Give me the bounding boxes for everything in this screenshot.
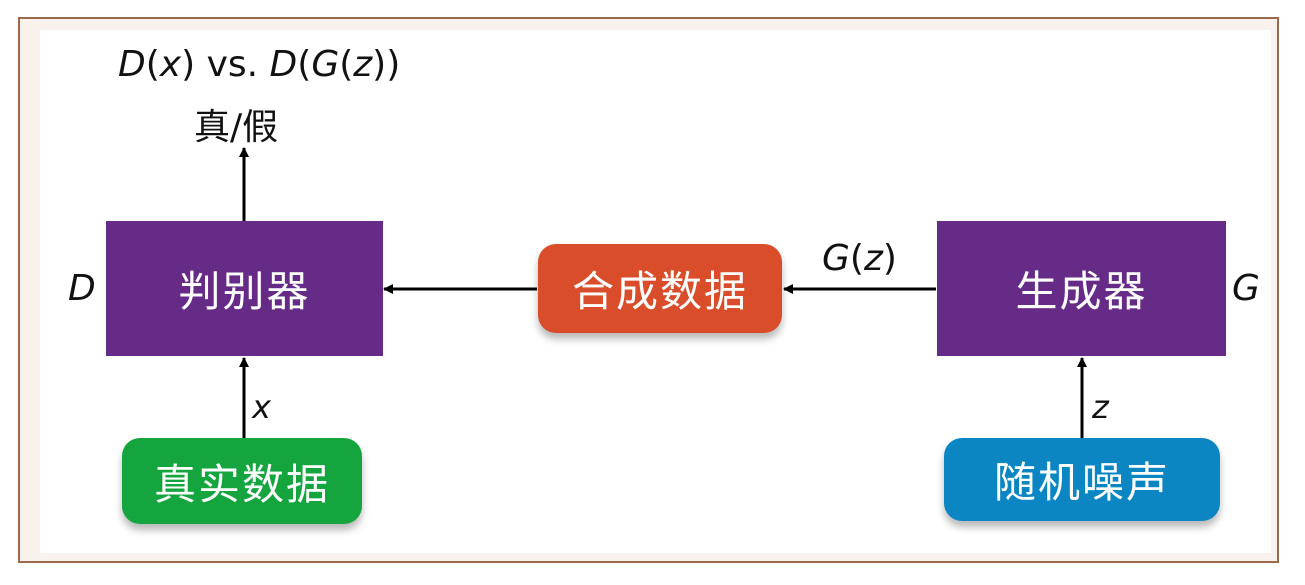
gz-paren-close: ) — [882, 238, 897, 279]
output-d: D — [118, 44, 146, 85]
gz-edge-label: G(z) — [822, 238, 897, 279]
output-paren2-open: ( — [297, 44, 312, 85]
discriminator-node: 判别器 — [106, 221, 383, 356]
generator-label: 生成器 — [1015, 267, 1148, 316]
generator-node: 生成器 — [937, 221, 1226, 356]
output-paren-close: )) — [372, 44, 401, 85]
x-edge-label: x — [252, 388, 271, 426]
real-data-node: 真实数据 — [122, 438, 362, 524]
output-d2: D — [269, 44, 298, 85]
output-paren-x-close: ) — [181, 44, 196, 85]
d-side-label: D — [68, 268, 96, 309]
real-data-label: 真实数据 — [153, 459, 330, 509]
real-fake-label: 真/假 — [194, 107, 279, 148]
output-expression: D(x) vs. D(G(z)) — [118, 44, 400, 85]
gz-paren-open: ( — [849, 238, 864, 279]
discriminator-label: 判别器 — [178, 267, 311, 316]
output-paren3-open: ( — [339, 44, 354, 85]
gz-g: G — [822, 238, 850, 279]
output-vs: vs. — [195, 44, 270, 85]
g-side-label: G — [1232, 268, 1260, 309]
z-edge-label: z — [1092, 388, 1109, 426]
output-g: G — [311, 44, 340, 85]
synthetic-data-label: 合成数据 — [571, 267, 748, 316]
synthetic-data-node: 合成数据 — [538, 244, 782, 333]
output-x: x — [159, 44, 182, 85]
random-noise-node: 随机噪声 — [944, 438, 1220, 521]
output-paren-x-open: ( — [145, 44, 160, 85]
gz-z: z — [863, 238, 883, 279]
random-noise-label: 随机噪声 — [993, 458, 1170, 507]
output-z: z — [353, 44, 373, 85]
